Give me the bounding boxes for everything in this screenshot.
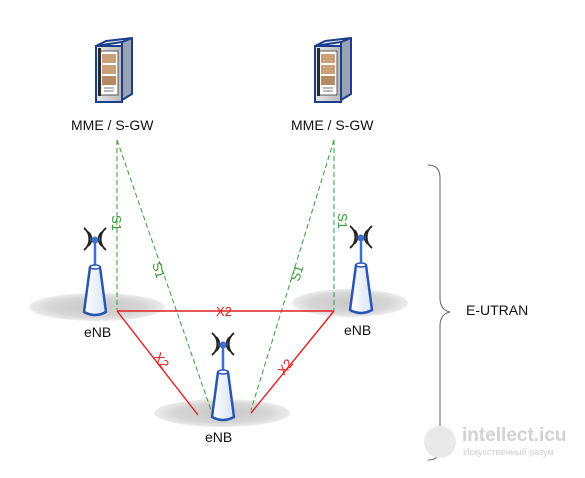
enb-bottom-tower-icon bbox=[210, 331, 236, 422]
e-utran-label: E-UTRAN bbox=[466, 302, 529, 318]
s1-label-a: S1 bbox=[109, 215, 124, 231]
server-left-label: MME / S-GW bbox=[71, 117, 154, 133]
server-right-icon bbox=[314, 37, 352, 103]
watermark-tagline: Искусственный разум bbox=[463, 447, 554, 457]
server-right-label: MME / S-GW bbox=[291, 117, 374, 133]
x2-label-right: X2 bbox=[275, 356, 297, 378]
enb-left-label: eNB bbox=[84, 324, 112, 340]
enb-right-label: eNB bbox=[344, 322, 372, 338]
s1-label-d: S1 bbox=[335, 213, 350, 229]
server-left-icon bbox=[95, 37, 133, 103]
enb-bottom-label: eNB bbox=[205, 429, 233, 445]
enb-left-tower-icon bbox=[82, 226, 108, 317]
s1-label-b: S1 bbox=[149, 260, 168, 280]
s1-links bbox=[116, 139, 335, 411]
watermark-brand: intellect.icu bbox=[462, 425, 567, 446]
x2-label-top: X2 bbox=[216, 304, 232, 319]
x2-link-left bbox=[116, 310, 199, 416]
s1-label-c: S1 bbox=[288, 263, 307, 283]
s1-link-right-to-bottom bbox=[250, 139, 335, 411]
enb-right-tower-icon bbox=[348, 224, 374, 315]
e-utran-brace bbox=[427, 164, 451, 461]
watermark-logo-icon bbox=[424, 426, 456, 458]
x2-label-left: X2 bbox=[151, 350, 173, 372]
x2-link-right bbox=[250, 310, 335, 414]
x2-links bbox=[116, 310, 335, 416]
